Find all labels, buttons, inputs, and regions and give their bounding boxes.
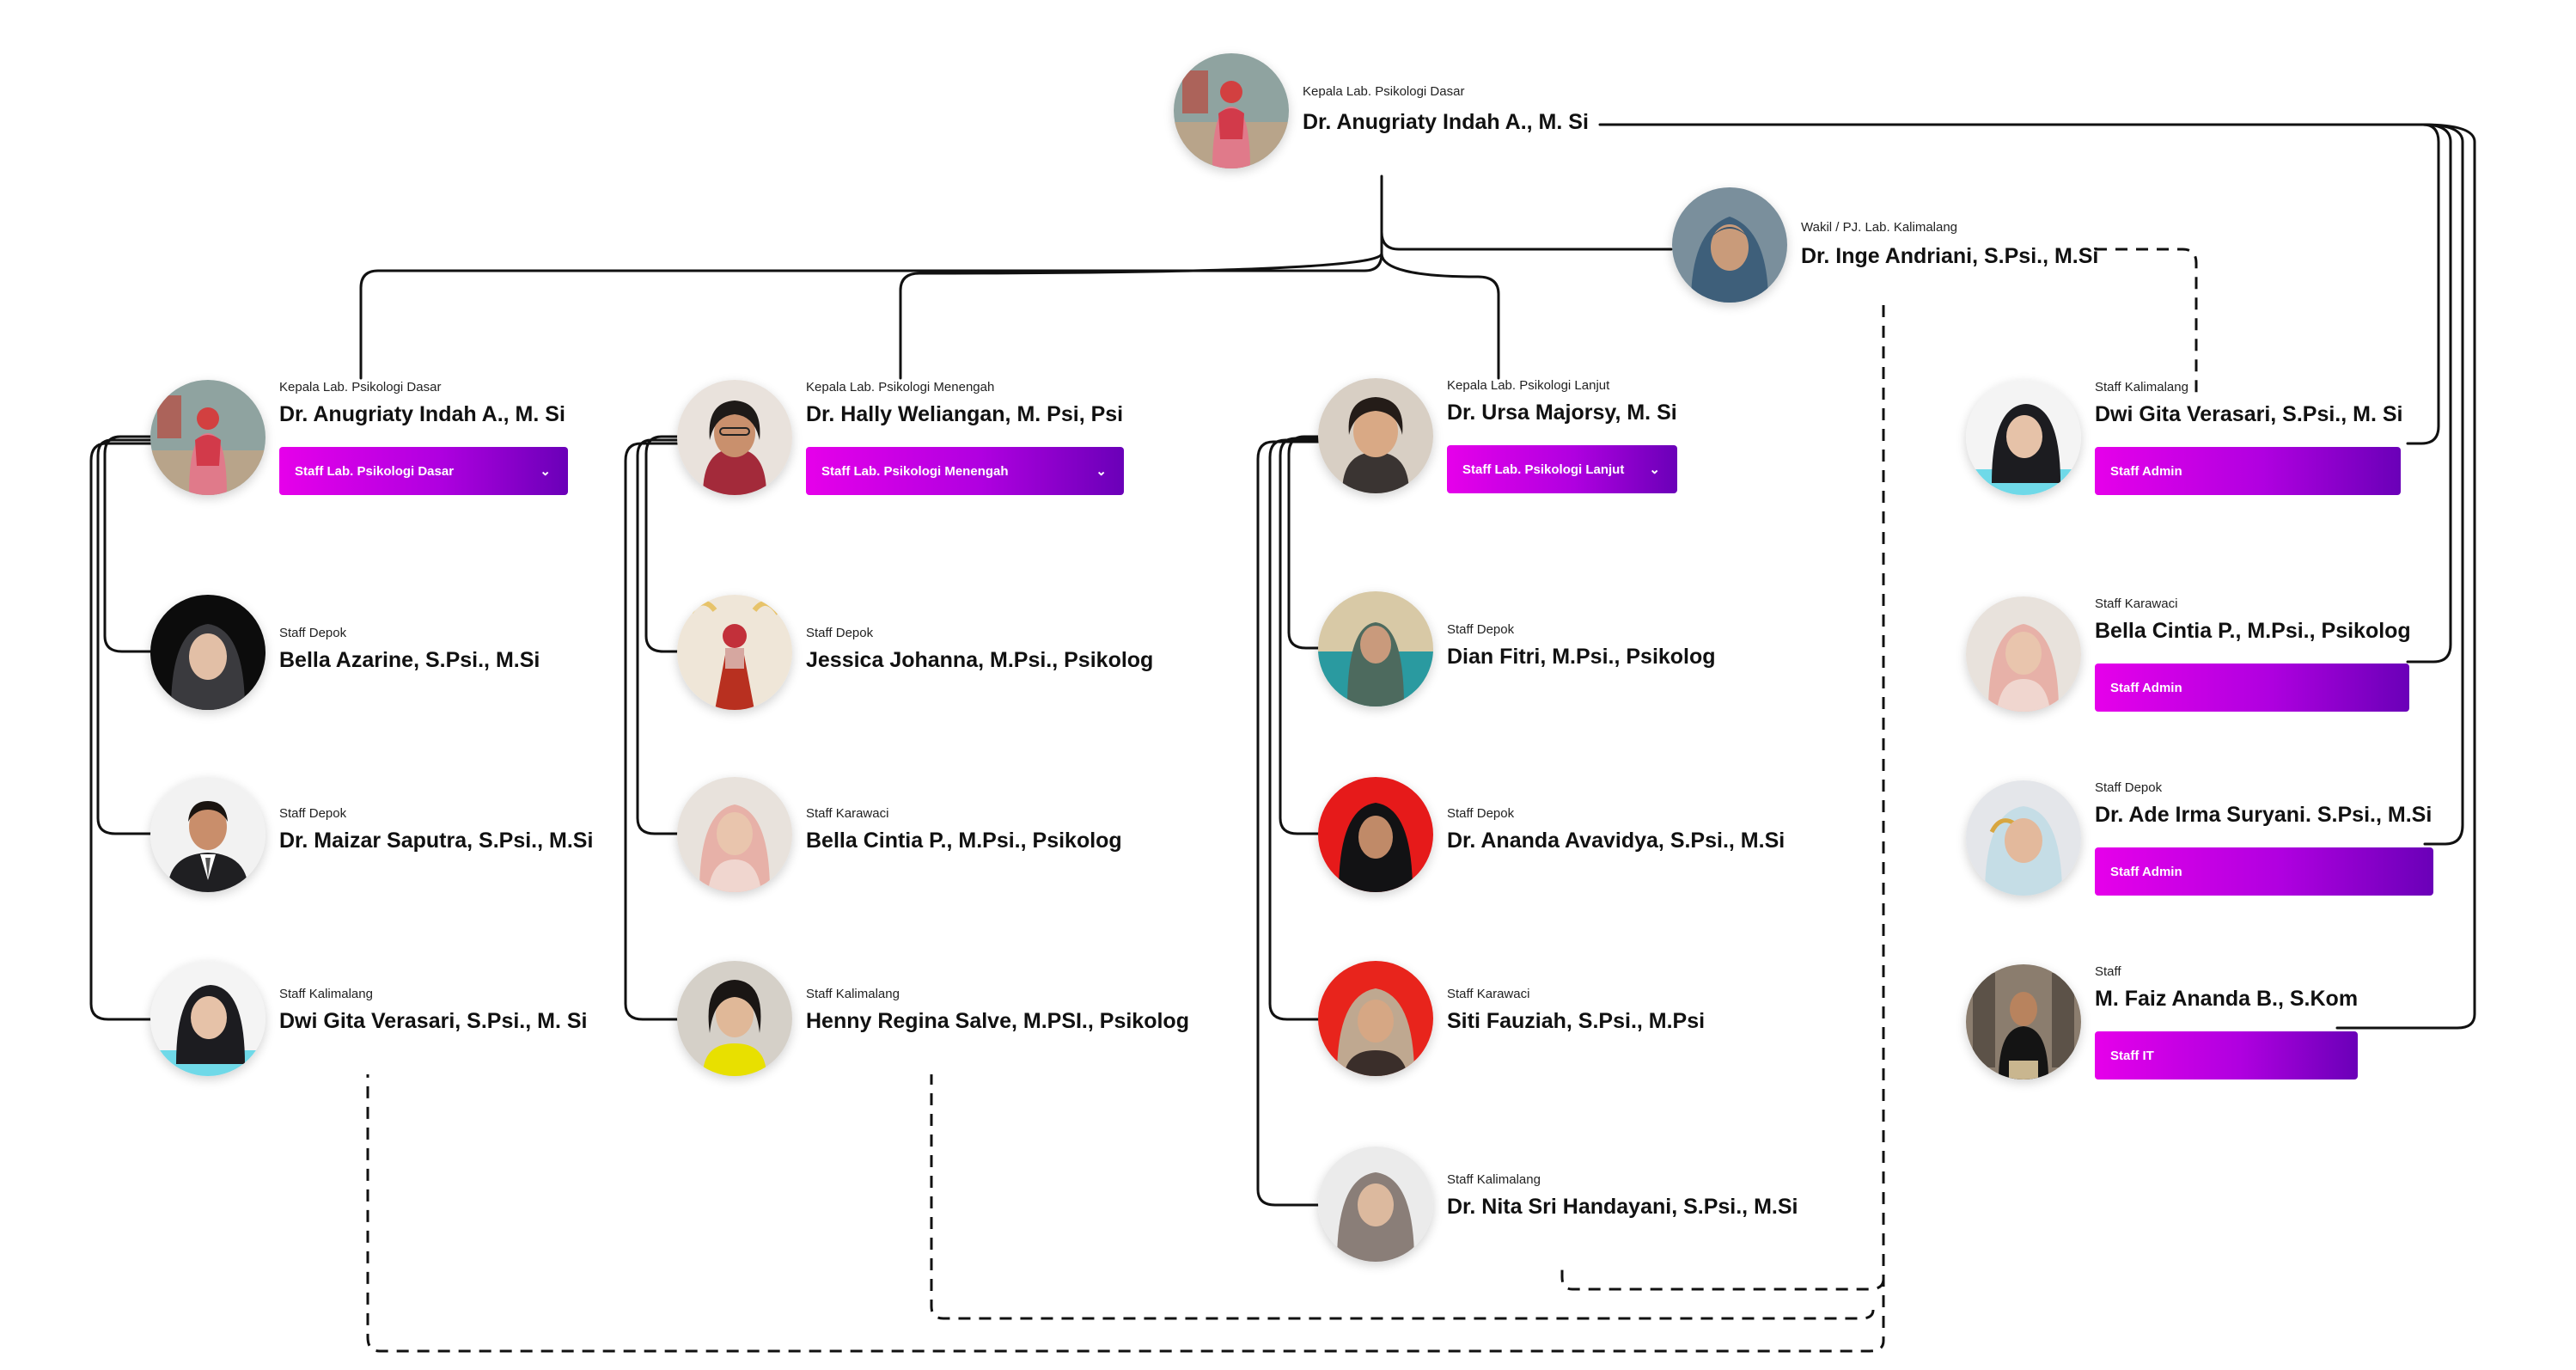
node-role: Staff Karawaci (2095, 596, 2178, 611)
chevron-down-icon: ⌄ (540, 464, 551, 479)
connector-head-trunk (359, 174, 1383, 380)
avatar (1318, 1147, 1433, 1262)
connector-menengah-1 (644, 435, 679, 653)
node-role: Staff Kalimalang (806, 987, 900, 1001)
node-role: Wakil / PJ. Lab. Kalimalang (1801, 220, 1958, 235)
node-name: Dr. Anugriaty Indah A., M. Si (279, 402, 565, 426)
avatar (677, 595, 792, 710)
node-name: Siti Fauziah, S.Psi., M.Psi (1447, 1009, 1706, 1033)
avatar (1672, 187, 1787, 303)
node-name: Dr. Inge Andriani, S.Psi., M.Si (1801, 244, 2099, 268)
connector-lanjut-3 (1268, 438, 1320, 1021)
avatar (677, 777, 792, 892)
node-name: Dr. Nita Sri Handayani, S.Psi., M.Si (1447, 1195, 1798, 1219)
connector-head-to-admin-3 (2421, 123, 2464, 846)
avatar (1174, 53, 1289, 168)
connector-head-to-admin-2 (2406, 123, 2452, 664)
node-role: Staff Kalimalang (1447, 1172, 1541, 1187)
node-role: Kepala Lab. Psikologi Menengah (806, 380, 995, 394)
connector-lanjut-4 (1256, 440, 1320, 1207)
node-role: Staff Depok (1447, 622, 1515, 637)
avatar (677, 961, 792, 1076)
node-name: Dr. Anugriaty Indah A., M. Si (1303, 110, 1589, 134)
dashed-deputy-to-lanjut-4 (1560, 1263, 1885, 1291)
avatar (1966, 380, 2081, 495)
connector-head-to-deputy (1380, 230, 1673, 251)
staff-role-badge: Staff Admin (2095, 447, 2401, 495)
connector-head-to-it (2335, 123, 2476, 1030)
avatar (677, 380, 792, 495)
node-name: Dr. Hally Weliangan, M. Psi, Psi (806, 402, 1124, 426)
staff-dropdown-button[interactable]: Staff Lab. Psikologi Dasar ⌄ (279, 447, 568, 495)
node-role: Staff Depok (1447, 806, 1515, 821)
node-name: Bella Cintia P., M.Psi., Psikolog (2095, 619, 2411, 643)
node-role: Kepala Lab. Psikologi Dasar (279, 380, 442, 394)
node-name: Henny Regina Salve, M.PSI., Psikolog (806, 1009, 1189, 1033)
node-role: Kepala Lab. Psikologi Lanjut (1447, 378, 1610, 393)
staff-role-badge: Staff Admin (2095, 847, 2433, 896)
node-role: Staff Depok (806, 626, 874, 640)
node-role: Staff Depok (279, 806, 347, 821)
avatar (1318, 378, 1433, 493)
node-name: Dr. Ade Irma Suryani. S.Psi., M.Si (2095, 803, 2433, 827)
node-role: Staff Depok (279, 626, 347, 640)
avatar (1318, 591, 1433, 706)
badge-label: Staff IT (2110, 1048, 2154, 1063)
node-name: Dwi Gita Verasari, S.Psi., M. Si (2095, 402, 2403, 426)
chevron-down-icon: ⌄ (1649, 462, 1660, 477)
connector-head-to-lanjut (1380, 252, 1500, 380)
avatar (1966, 596, 2081, 712)
staff-role-badge: Staff IT (2095, 1031, 2358, 1079)
dashed-deputy-main (366, 305, 1885, 1353)
connector-menengah-3 (624, 442, 679, 1021)
chevron-down-icon: ⌄ (1096, 464, 1107, 479)
staff-role-badge: Staff Admin (2095, 664, 2409, 712)
node-role: Staff Karawaci (1447, 987, 1530, 1001)
node-role: Staff Karawaci (806, 806, 889, 821)
badge-label: Staff Lab. Psikologi Menengah (821, 463, 1009, 479)
connector-lanjut-2 (1279, 437, 1320, 835)
connector-head-to-menengah (899, 252, 1383, 380)
node-name: Jessica Johanna, M.Psi., Psikolog (806, 648, 1154, 672)
node-role: Kepala Lab. Psikologi Dasar (1303, 84, 1465, 99)
avatar (1966, 964, 2081, 1079)
avatar (1318, 961, 1433, 1076)
avatar (150, 595, 266, 710)
node-role: Staff (2095, 964, 2121, 979)
node-name: Bella Cintia P., M.Psi., Psikolog (806, 829, 1122, 853)
node-name: Dr. Ananda Avavidya, S.Psi., M.Si (1447, 829, 1785, 853)
badge-label: Staff Admin (2110, 463, 2182, 479)
node-name: Dr. Ursa Majorsy, M. Si (1447, 401, 1677, 425)
connector-menengah-2 (636, 438, 679, 835)
badge-label: Staff Lab. Psikologi Dasar (295, 463, 455, 479)
avatar (150, 380, 266, 495)
badge-label: Staff Admin (2110, 680, 2182, 695)
node-role: Staff Kalimalang (279, 987, 373, 1001)
dashed-deputy-to-admin-1 (2095, 248, 2198, 394)
connector-dasar-1 (103, 435, 152, 653)
dashed-deputy-to-menengah-3 (930, 1074, 1875, 1320)
badge-label: Staff Admin (2110, 864, 2182, 879)
node-name: Bella Azarine, S.Psi., M.Si (279, 648, 540, 672)
node-name: Dwi Gita Verasari, S.Psi., M. Si (279, 1009, 588, 1033)
staff-dropdown-button[interactable]: Staff Lab. Psikologi Lanjut ⌄ (1447, 445, 1677, 493)
badge-label: Staff Lab. Psikologi Lanjut (1462, 462, 1625, 477)
node-role: Staff Depok (2095, 780, 2163, 795)
avatar (150, 961, 266, 1076)
connector-dasar-2 (96, 438, 152, 835)
avatar (1318, 777, 1433, 892)
node-name: Dr. Maizar Saputra, S.Psi., M.Si (279, 829, 594, 853)
node-name: M. Faiz Ananda B., S.Kom (2095, 987, 2359, 1011)
node-name: Dian Fitri, M.Psi., Psikolog (1447, 645, 1716, 669)
node-role: Staff Kalimalang (2095, 380, 2188, 394)
staff-dropdown-button[interactable]: Staff Lab. Psikologi Menengah ⌄ (806, 447, 1124, 495)
avatar (150, 777, 266, 892)
connector-lanjut-1 (1287, 435, 1320, 650)
avatar (1966, 780, 2081, 896)
connector-dasar-3 (89, 442, 152, 1021)
